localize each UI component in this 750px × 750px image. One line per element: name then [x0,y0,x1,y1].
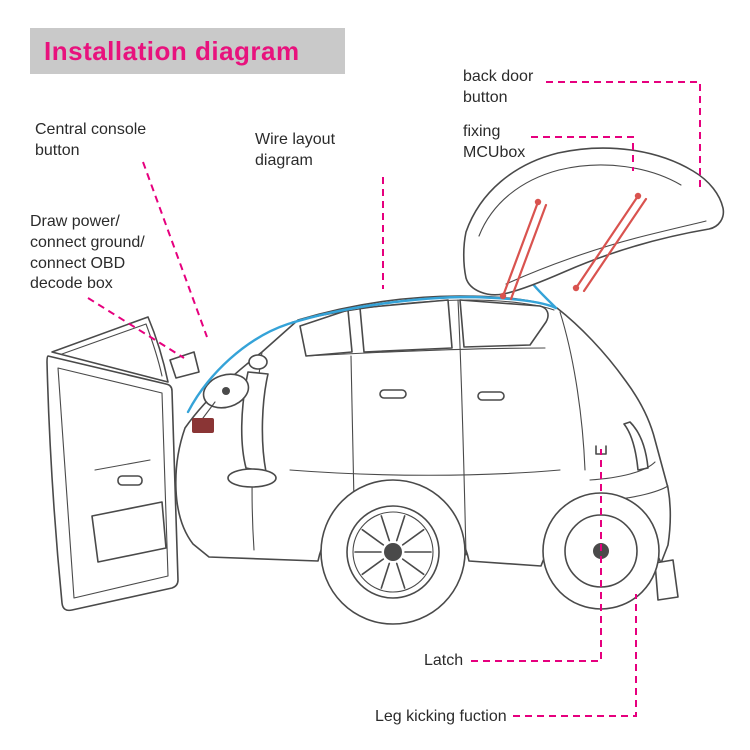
side-mirror [169,351,200,379]
label-back-door-button: back door button [463,68,534,106]
page-title: Installation diagram [44,35,300,66]
rear-window [359,299,453,353]
label-wire-layout-diagram: Wire layout diagram [255,131,336,169]
tailgate-shell [462,147,725,296]
gas-strut-right [572,192,648,293]
mud-flap [654,559,679,601]
rear-door-seam [457,299,467,556]
cargo-edge [559,311,586,471]
callout-connectors [87,81,701,717]
label-draw-power-obd: Draw power/ connect ground/ connect OBD … [30,213,145,293]
door-panel [46,355,179,612]
open-driver-door [46,316,200,612]
connector-back-door-button [546,81,701,192]
front-wheel [320,479,466,625]
door-window-frame [51,316,169,383]
rear-door-handle [477,391,505,401]
connector-draw-power [87,297,185,359]
label-leg-kicking-function: Leg kicking fuction [375,708,507,725]
title-banner: Installation diagram [30,28,345,74]
connector-fixing-mcubox [531,136,634,171]
connector-central-console [142,161,208,338]
taillight [623,421,649,471]
seat-base [227,468,277,488]
cabin-interior [192,351,277,551]
label-central-console-button: Central console button [35,121,147,159]
quarter-window [459,299,549,348]
obd-decode-box [192,418,214,433]
connector-leg-kick [513,594,637,717]
headrest [248,354,268,370]
label-fixing-mcubox: fixing MCUbox [463,123,526,161]
tailgate-open [462,147,725,301]
door-pocket [91,501,167,563]
door-pull [117,475,143,486]
gas-strut-left [499,198,548,301]
label-latch: Latch [424,652,464,669]
front-window [299,309,353,357]
front-door-handle [379,389,407,399]
